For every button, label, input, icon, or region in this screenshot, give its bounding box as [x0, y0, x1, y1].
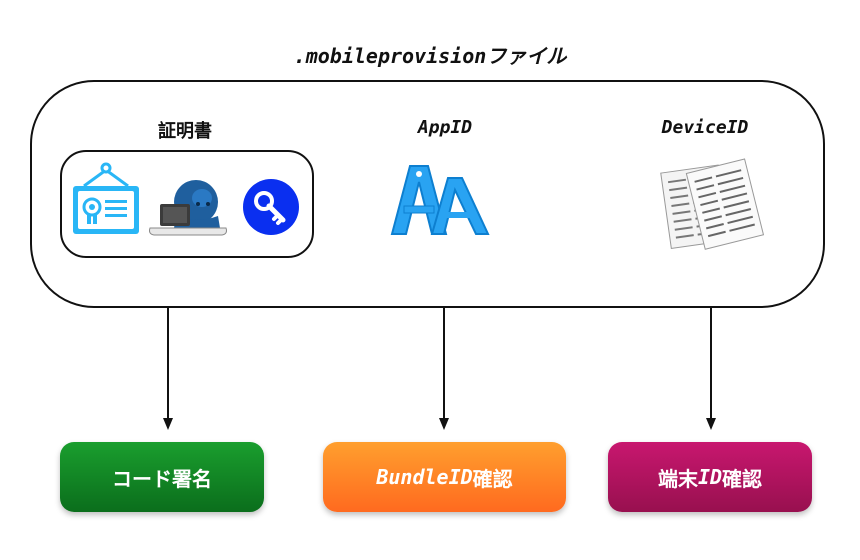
- device-list-documents-icon: [660, 158, 765, 250]
- appid-label: AppID: [417, 117, 473, 138]
- arrow-appid-to-bundleid-check: [439, 308, 449, 430]
- certificate-icon: [73, 162, 139, 234]
- developer-laptop-icon: [149, 180, 227, 236]
- mobileprovision-container: [30, 80, 825, 308]
- arrow-deviceid-to-device-check: [706, 308, 716, 430]
- arrow-certificate-to-code-signing: [163, 308, 173, 430]
- appid-letters-icon: [390, 165, 490, 235]
- device-prefix-label: 端末: [657, 466, 698, 491]
- bundleid-check-label: 確認: [472, 466, 513, 491]
- device-id-label: ID: [697, 465, 723, 489]
- certificate-label: 証明書: [158, 121, 212, 142]
- certificate-group: [60, 150, 314, 258]
- bundleid-label: BundleID: [376, 465, 473, 489]
- diagram-title: .mobileprovisionファイル: [293, 44, 567, 68]
- device-check-label: 確認: [722, 466, 763, 491]
- code-signing-box: コード署名: [60, 442, 264, 512]
- deviceid-label: DeviceID: [661, 117, 749, 138]
- key-icon: [243, 179, 299, 235]
- code-signing-label: コード署名: [112, 466, 212, 491]
